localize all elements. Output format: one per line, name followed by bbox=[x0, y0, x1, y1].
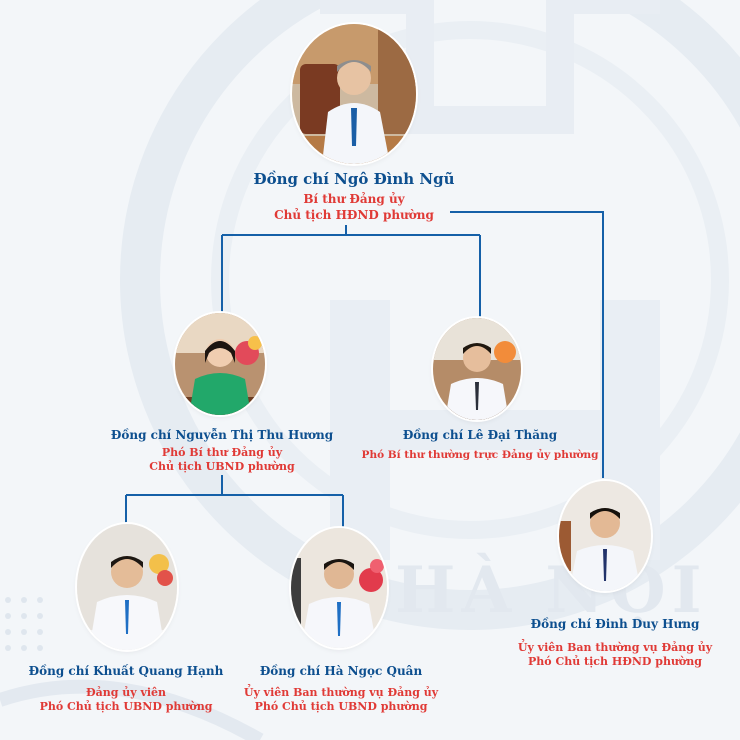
person-name: Đồng chí Nguyễn Thị Thu Hương bbox=[110, 428, 334, 442]
person-name: Đồng chí Đinh Duy Hưng bbox=[530, 617, 700, 631]
portrait-photo bbox=[291, 528, 387, 648]
person-role: Phó Chủ tịch HĐND phường bbox=[528, 655, 702, 668]
person-role: Ủy viên Ban thường vụ Đảng ủy bbox=[243, 686, 439, 699]
avatar-le-dai-thang bbox=[433, 318, 521, 420]
portrait-photo bbox=[292, 24, 416, 164]
person-role: Ủy viên Ban thường vụ Đảng ủy bbox=[517, 641, 713, 654]
avatar-ngo-dinh-ngu bbox=[292, 24, 416, 164]
person-role: Phó Chủ tịch UBND phường bbox=[254, 700, 428, 713]
avatar-dinh-duy-hung bbox=[559, 481, 651, 591]
portrait-photo bbox=[433, 318, 521, 420]
person-role: Phó Bí thư thường trực Đảng ủy phường bbox=[361, 449, 599, 461]
avatar-ha-ngoc-quan bbox=[291, 528, 387, 648]
person-name: Đồng chí Ngô Đình Ngũ bbox=[253, 170, 455, 188]
watermark-text: HÀ NỘI bbox=[395, 550, 708, 628]
person-role: Đảng ủy viên bbox=[85, 686, 167, 699]
person-role: Phó Bí thư Đảng ủy bbox=[161, 446, 283, 459]
avatar-nguyen-thi-thu-huong bbox=[175, 313, 265, 415]
portrait-photo bbox=[175, 313, 265, 415]
connector-huong-to-level3 bbox=[125, 475, 344, 528]
person-name: Đồng chí Lê Đại Thăng bbox=[402, 428, 558, 442]
person-name: Đồng chí Khuất Quang Hạnh bbox=[28, 664, 224, 678]
person-name: Đồng chí Hà Ngọc Quân bbox=[259, 664, 423, 678]
connector-top-to-level2 bbox=[221, 225, 481, 320]
person-role: Chủ tịch UBND phường bbox=[149, 460, 295, 473]
person-role: Bí thư Đảng ủy bbox=[303, 192, 405, 206]
person-role: Phó Chủ tịch UBND phường bbox=[39, 700, 213, 713]
portrait-photo bbox=[559, 481, 651, 591]
portrait-photo bbox=[77, 524, 177, 650]
person-role: Chủ tịch HĐND phường bbox=[274, 208, 434, 222]
avatar-khuat-quang-hanh bbox=[77, 524, 177, 650]
connector-top-to-hung bbox=[450, 211, 604, 478]
